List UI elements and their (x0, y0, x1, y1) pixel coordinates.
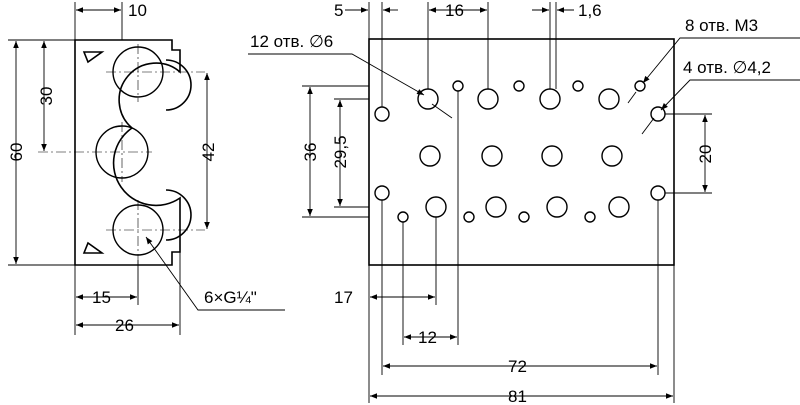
dim-36-label: 36 (301, 143, 320, 162)
hole-m3 (452, 80, 464, 92)
front-view: 5 16 1,6 36 29,5 20 17 12 72 (248, 1, 800, 405)
dim-42-label: 42 (199, 143, 218, 162)
front-view-outline (368, 38, 675, 266)
dim-15-label: 15 (92, 288, 111, 307)
dim-10-label: 10 (128, 1, 147, 20)
hole-d4-2 (374, 185, 390, 201)
dim-16-extension (427, 2, 489, 89)
callout-d4-2-label: 4 отв. ∅4,2 (683, 58, 771, 77)
hole-d6 (546, 196, 568, 218)
hole-m3 (463, 211, 475, 223)
dim-29-5-extension (334, 98, 369, 208)
hole-m3 (572, 80, 584, 92)
side-view-mark-bottom (82, 241, 105, 254)
side-port-middle (95, 125, 149, 179)
callout-m3-leader (642, 37, 800, 84)
dim-29-5-label: 29,5 (331, 135, 350, 168)
dim-20-label: 20 (696, 145, 715, 164)
callout-ports-label: 6×G¼" (204, 288, 257, 307)
side-view-mark-top (82, 51, 105, 64)
hole-d6 (541, 145, 563, 167)
callout-m3-label: 8 отв. M3 (685, 16, 758, 35)
dim-60-label: 60 (7, 143, 26, 162)
side-view: 10 60 30 42 15 26 6×G¼" (7, 1, 285, 335)
hole-d6 (539, 88, 561, 110)
hole-d4-2 (374, 106, 390, 122)
hole-m3 (397, 211, 409, 223)
dim-15-extension (74, 260, 139, 335)
side-view-outline (74, 39, 181, 266)
hole-d6 (419, 145, 441, 167)
callout-ports-leader (145, 236, 285, 311)
dim-12-label: 12 (418, 328, 437, 347)
side-view-relief (165, 59, 192, 241)
dim-16-label: 16 (445, 1, 464, 20)
dim-26-label: 26 (115, 316, 134, 335)
callout-d4-2-leader-tail (641, 117, 655, 135)
callout-d4-2-leader (660, 79, 800, 111)
dim-72-label: 72 (508, 357, 527, 376)
dim-72-extension (381, 200, 659, 375)
callout-d6-label: 12 отв. ∅6 (250, 32, 333, 51)
hole-d6 (477, 88, 499, 110)
dim-81-extension (368, 265, 675, 403)
callout-m3-leader-tail (627, 91, 637, 104)
dim-10-extension (74, 2, 123, 40)
side-centerlines (38, 44, 205, 260)
hole-m3 (518, 211, 530, 223)
hole-d6 (425, 196, 447, 218)
hole-d6 (481, 145, 503, 167)
hole-d6 (608, 196, 630, 218)
callout-d6-leader-tail (431, 103, 453, 119)
hole-d4-2 (650, 185, 666, 201)
callout-d6-leader (248, 53, 425, 96)
hole-m3 (584, 211, 596, 223)
hole-d6 (601, 145, 623, 167)
dim-12-extension (402, 91, 459, 345)
dim-30-label: 30 (37, 87, 56, 106)
dim-81-label: 81 (508, 387, 527, 405)
hole-m3 (634, 80, 646, 92)
dim-20-extension (665, 113, 712, 194)
hole-d6 (485, 196, 507, 218)
dim-17-label: 17 (334, 288, 353, 307)
dim-1-6-extension (549, 2, 557, 89)
dim-5-label: 5 (334, 1, 343, 20)
dim-36-extension (302, 85, 369, 218)
dim-1-6-label: 1,6 (578, 1, 602, 20)
hole-m3 (513, 80, 525, 92)
dim-5-extension (368, 2, 383, 107)
hole-d6 (598, 88, 620, 110)
